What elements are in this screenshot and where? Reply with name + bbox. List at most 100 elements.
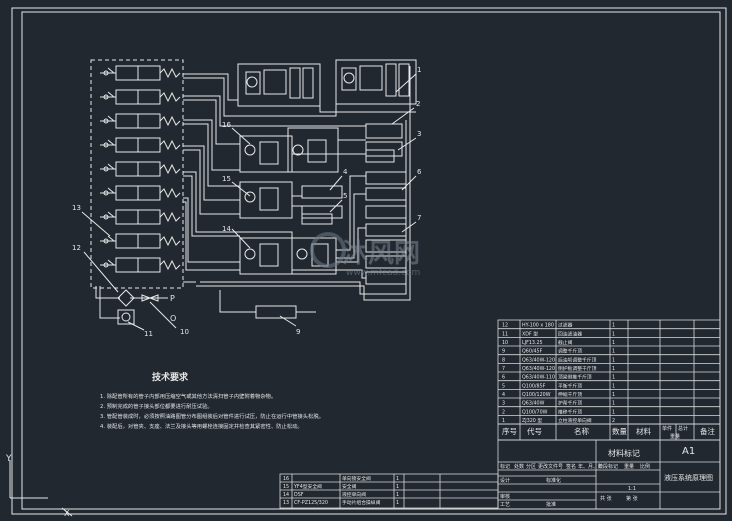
process-label: 工艺 xyxy=(500,502,510,508)
row-code: XDF 型 xyxy=(522,330,538,337)
row-name: 侧护板调整千斤顶 xyxy=(558,365,597,372)
lower-row-code: YF4型安全阀 xyxy=(293,483,322,490)
port-o-label: O xyxy=(170,314,176,323)
lower-row-qty: 1 xyxy=(396,484,399,490)
sheet-no: 第 张 xyxy=(626,495,638,502)
header-material: 材料 xyxy=(636,426,651,436)
row-no: 1 xyxy=(502,418,505,424)
row-name: 伸缩千斤顶 xyxy=(558,391,582,398)
tech-req-item: 3. 管配管装成时，必须按照油路图管分布图组装后对管件进行试压，防止在运行中管接… xyxy=(100,412,324,420)
row-qty: 2 xyxy=(612,418,615,424)
operating-valve-bank xyxy=(90,59,184,289)
sheet-size: A1 xyxy=(682,446,695,457)
row-code: Q63/40W-120 xyxy=(522,357,555,363)
part-label: 13 xyxy=(72,204,81,212)
lower-row-name: 安全阀 xyxy=(342,483,357,490)
valve-spool xyxy=(100,185,181,201)
row-name: 顶梁侧推千斤顶 xyxy=(558,374,592,381)
row-name: 过滤器 xyxy=(558,322,573,329)
inner-frame xyxy=(21,11,721,510)
svg-text:Y: Y xyxy=(5,454,12,464)
row-no: 10 xyxy=(502,340,508,346)
valve-spool xyxy=(100,65,181,81)
lower-row-qty: 1 xyxy=(396,500,399,506)
row-qty: 1 xyxy=(612,331,615,337)
lower-row-code: CF-PZ125/320 xyxy=(294,500,328,506)
tech-req-title: 技术要求 xyxy=(152,371,189,383)
row-no: 4 xyxy=(502,392,505,398)
header-weight: 重量 xyxy=(670,433,680,440)
row-name: 回油滤油器 xyxy=(558,330,582,337)
row-code: Q100/70W xyxy=(522,409,548,415)
part-label: 1 xyxy=(417,66,421,74)
row-code: Q100/120W xyxy=(522,392,551,398)
row-name: 护帮千斤顶 xyxy=(558,400,582,407)
svg-text:X: X xyxy=(64,509,70,518)
pipelines xyxy=(95,66,416,319)
valve-spool xyxy=(100,209,181,225)
watermark-brand: 沐风网 xyxy=(342,239,420,269)
header-name: 名称 xyxy=(574,426,589,436)
row-qty: 1 xyxy=(612,366,615,372)
material-mark: 材料标记 xyxy=(608,448,640,458)
ucs-icon: Y X xyxy=(5,454,73,518)
row-no: 5 xyxy=(502,383,505,389)
row-code: HY-100 x 180 xyxy=(522,323,554,329)
valve-spool xyxy=(100,89,181,105)
part-label: 9 xyxy=(296,328,300,336)
technical-requirements: 技术要求 1. 除配管所有的管子内部用压缩空气或其他方法清扫管子内壁附着物杂物。… xyxy=(100,371,324,430)
row-no: 11 xyxy=(502,331,508,337)
ratio-label: 比例 xyxy=(640,463,650,470)
lower-row-qty: 1 xyxy=(396,492,399,498)
row-no: 6 xyxy=(502,375,505,381)
row-no: 7 xyxy=(502,366,505,372)
part-label: 4 xyxy=(343,168,348,176)
part-label: 6 xyxy=(417,168,422,176)
row-code: Q63/40W-120 xyxy=(522,366,555,372)
tech-req-item: 2. 预制完成的管子接头部位都要进行耐压试验。 xyxy=(100,402,213,410)
header-qty: 数量 xyxy=(612,426,627,436)
row-name: 截止阀 xyxy=(558,339,573,346)
lock-safety-valves xyxy=(239,127,339,275)
watermark-url: www.mfcad.com xyxy=(346,268,420,278)
row-name: 立柱液控单向阀 xyxy=(558,417,592,424)
header-code: 代号 xyxy=(527,426,542,436)
row-qty: 1 xyxy=(612,392,615,398)
stage-mark-label: 阶段标记 xyxy=(598,463,618,470)
row-qty: 1 xyxy=(612,349,615,355)
part-label: 14 xyxy=(222,225,231,233)
drawing-name: 液压系统原理图 xyxy=(664,473,713,482)
title-block: 材料标记 A1 液压系统原理图 1:1 阶段标记 重量 比例 共 张 第 张 标… xyxy=(497,439,721,510)
part-label: 3 xyxy=(417,130,421,138)
part-number-labels: 1 2 3 4 5 6 7 9 10 11 12 13 14 15 16 xyxy=(72,66,422,338)
revision-label: 签名 xyxy=(566,463,576,470)
row-no: 2 xyxy=(502,409,505,415)
revision-label: 年、月、日 xyxy=(578,463,603,470)
row-no: 12 xyxy=(502,323,508,329)
row-code: Q60/45F xyxy=(522,349,543,355)
lower-row-name: 手动片组合操纵阀 xyxy=(342,499,381,506)
header-total: 总计 xyxy=(678,425,688,432)
revision-label: 更改文件号 xyxy=(538,463,563,470)
row-no: 8 xyxy=(502,357,505,363)
header-remark: 备注 xyxy=(700,426,715,436)
design-label: 设计 xyxy=(500,477,510,484)
part-label: 7 xyxy=(417,214,421,222)
row-code: Q63/40W-110 xyxy=(522,375,555,381)
revision-label: 处数 xyxy=(514,463,524,470)
part-label: 5 xyxy=(343,192,347,200)
valve-spool xyxy=(100,113,181,129)
revision-label: 标记 xyxy=(500,463,510,470)
row-qty: 1 xyxy=(612,383,615,389)
lower-row-no: 13 xyxy=(283,500,289,506)
scale: 1:1 xyxy=(628,486,636,492)
leader-lines xyxy=(81,73,417,331)
lower-row-no: 16 xyxy=(283,476,289,482)
check-label: 审核 xyxy=(500,493,510,500)
lower-row-name: 单向锁安全阀 xyxy=(342,475,371,482)
outer-frame xyxy=(11,7,727,515)
part-label: 2 xyxy=(416,100,420,108)
part-label: 16 xyxy=(222,121,231,129)
